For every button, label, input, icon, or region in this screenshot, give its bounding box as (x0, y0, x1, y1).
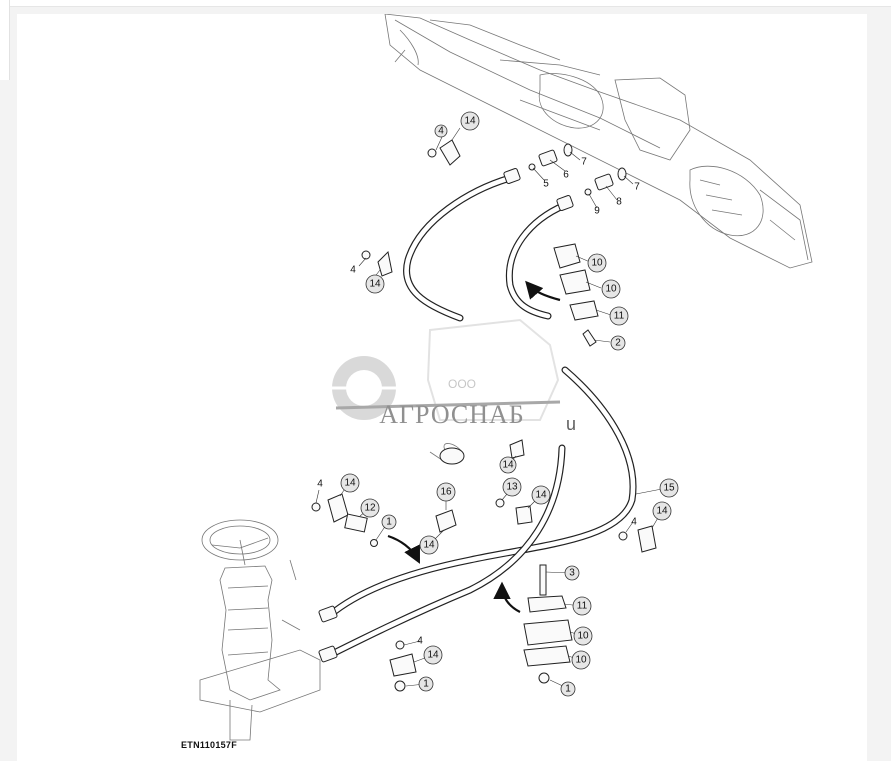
callout-10: 10 (587, 253, 607, 273)
callout-label: 9 (594, 206, 600, 217)
callout-14d: 14 (340, 473, 360, 493)
diagram-sheet: ООО АГРОСНАБ u 14 4 5 6 7 9 8 7 4 14 10 … (17, 14, 867, 761)
callout-label: 11 (614, 311, 625, 322)
callout-label: 4 (417, 636, 423, 647)
callout-1b: 1 (418, 676, 434, 692)
callout-14: 14 (460, 111, 480, 131)
hydraulic-hose-a (403, 174, 514, 322)
side-panel-strip (0, 0, 10, 80)
callout-14f: 14 (531, 485, 551, 505)
callout-9: 9 (594, 206, 600, 217)
callout-label: 10 (605, 284, 617, 295)
callout-label: 4 (350, 265, 356, 276)
hydraulic-hose-d (326, 444, 566, 659)
callout-label: 8 (616, 197, 622, 208)
watermark-prefix: ООО (448, 377, 476, 391)
window-top-bar (0, 0, 891, 7)
callout-4e: 4 (417, 636, 423, 647)
callout-label: 10 (591, 258, 603, 269)
callout-label: 14 (502, 460, 514, 471)
callout-label: 14 (656, 506, 668, 517)
exploded-parts-diagram: ООО АГРОСНАБ u 14 4 5 6 7 9 8 7 4 14 10 … (199, 14, 813, 741)
callout-14c: 14 (499, 456, 517, 474)
callout-label: 2 (615, 338, 621, 349)
callout-7b: 7 (634, 182, 640, 193)
callout-12: 12 (360, 498, 380, 518)
callout-14b: 14 (365, 274, 385, 294)
callout-2: 2 (610, 335, 626, 351)
callout-label: 7 (634, 182, 640, 193)
callout-label: 1 (423, 679, 429, 690)
callout-13: 13 (502, 477, 522, 497)
callout-10c: 10 (573, 626, 593, 646)
callout-label: 3 (569, 568, 575, 579)
callout-label: 14 (464, 116, 476, 127)
callout-label: 14 (427, 650, 439, 661)
callout-label: 16 (440, 487, 452, 498)
watermark-logo: ООО АГРОСНАБ u (332, 318, 576, 434)
callout-label: 14 (369, 279, 381, 290)
callout-label: 10 (577, 631, 589, 642)
clip-bolt-hardware (311, 139, 657, 692)
callout-14e: 14 (419, 535, 439, 555)
assembly-arrows (387, 280, 561, 613)
callout-1c: 1 (560, 681, 576, 697)
watermark-name: АГРОСНАБ (379, 400, 525, 429)
callout-bubbles: 14 4 5 6 7 9 8 7 4 14 10 10 11 2 14 4 14… (317, 111, 679, 697)
callout-label: 5 (543, 179, 549, 190)
callout-4: 4 (434, 124, 448, 138)
callout-label: 10 (575, 655, 587, 666)
hydraulic-hose-c (326, 366, 637, 619)
hose-fittings (318, 168, 574, 663)
callout-label: 11 (577, 601, 588, 612)
callout-label: 13 (506, 482, 518, 493)
callout-label: 12 (364, 503, 376, 514)
figure-code: ETN110157F (181, 740, 238, 750)
callout-11: 11 (609, 306, 629, 326)
callout-label: 14 (423, 540, 435, 551)
callout-4b: 4 (350, 265, 356, 276)
callout-label: 4 (438, 126, 444, 137)
callout-label: 4 (631, 517, 637, 528)
callout-5: 5 (543, 179, 549, 190)
callout-4d: 4 (631, 517, 637, 528)
axle-housing-drawing (384, 14, 813, 269)
callout-label: 4 (317, 479, 323, 490)
callout-14g: 14 (652, 501, 672, 521)
callout-1: 1 (381, 514, 397, 530)
callout-10d: 10 (571, 650, 591, 670)
callout-label: 1 (565, 684, 571, 695)
callout-label: 14 (535, 490, 547, 501)
callout-7: 7 (581, 157, 587, 168)
callout-16: 16 (436, 482, 456, 502)
callout-label: 6 (563, 170, 569, 181)
callout-8: 8 (616, 197, 622, 208)
callout-label: 14 (344, 478, 356, 489)
callout-label: 1 (386, 517, 392, 528)
watermark-suffix: u (566, 414, 576, 434)
callout-15: 15 (659, 478, 679, 498)
callout-4c: 4 (317, 479, 323, 490)
callout-14i: 14 (423, 645, 443, 665)
callout-3: 3 (564, 565, 580, 581)
hydraulic-hose-b (505, 201, 569, 320)
callout-10b: 10 (601, 279, 621, 299)
steering-column-drawing (199, 519, 321, 741)
callout-label: 15 (663, 483, 675, 494)
callout-6: 6 (563, 170, 569, 181)
callout-label: 7 (581, 157, 587, 168)
callout-11b: 11 (572, 596, 592, 616)
